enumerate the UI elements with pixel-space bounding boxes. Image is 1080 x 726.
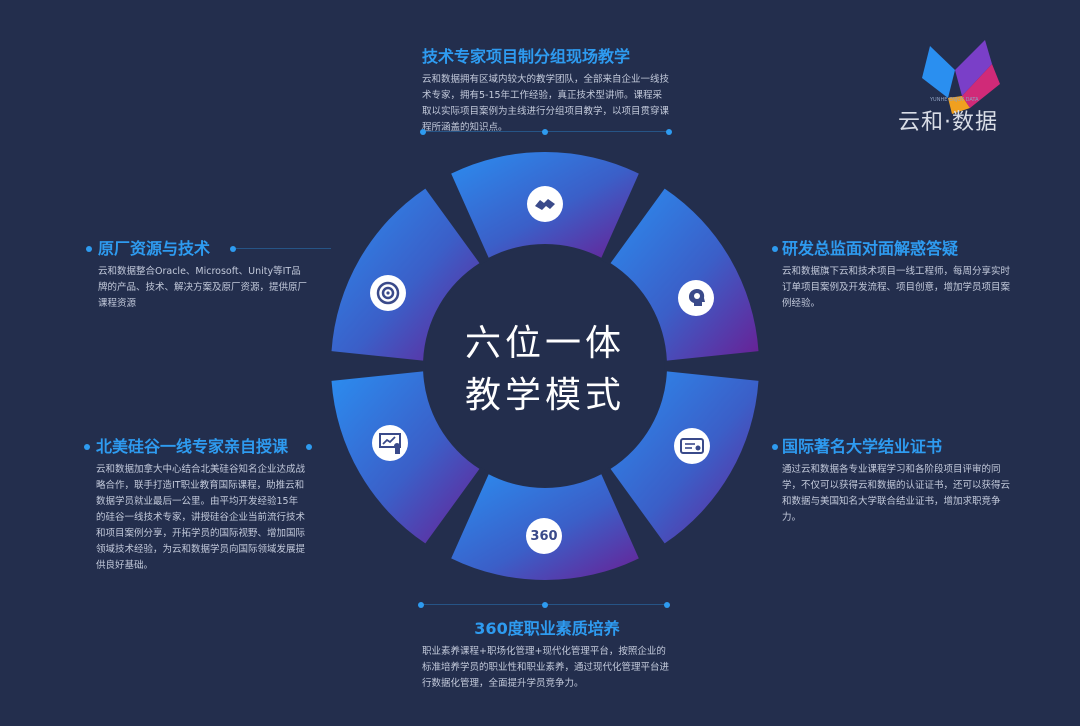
center-line-1: 六位一体 — [464, 323, 625, 364]
certificate-icon — [674, 428, 710, 464]
section-upper-right: 研发总监面对面解惑答疑 云和数据旗下云和技术项目一线工程师，每周分享实时订单项目… — [782, 238, 1014, 312]
360-badge-label: 360 — [530, 528, 558, 544]
section-upper-left-body: 云和数据整合Oracle、Microsoft、Unity等IT品牌的产品、技术、… — [98, 266, 308, 309]
section-upper-right-body: 云和数据旗下云和技术项目一线工程师，每周分享实时订单项目案例及开发流程、项目创意… — [782, 266, 1011, 309]
section-lower-left-dots — [84, 442, 324, 452]
section-upper-left-title: 原厂资源与技术 — [98, 239, 211, 258]
segment-lower-left — [331, 371, 480, 544]
section-lower-right-body: 通过云和数据各专业课程学习和各阶段项目评审的同学，不仅可以获得云和数据的认证证书… — [782, 464, 1011, 523]
section-upper-right-title: 研发总监面对面解惑答疑 — [782, 239, 959, 258]
section-upper-left: 原厂资源与技术 云和数据整合Oracle、Microsoft、Unity等IT品… — [98, 238, 308, 312]
segment-upper-right — [610, 188, 759, 361]
section-lower-left-title: 北美硅谷一线专家亲自授课 — [96, 437, 289, 456]
section-lower-left-body: 云和数据加拿大中心结合北美硅谷知名企业达成战略合作，联手打造IT职业教育国际课程… — [96, 464, 306, 571]
presentation-icon — [372, 425, 408, 461]
section-top-body: 云和数据拥有区域内较大的教学团队，全部来自企业一线技术专家，拥有5-15年工作经… — [422, 74, 670, 133]
ring-center — [425, 246, 665, 486]
section-bottom-body: 职业素养课程+职场化管理+现代化管理平台，按照企业的标准培养学员的职业性和职业素… — [422, 646, 670, 689]
360-badge: 360 — [526, 518, 562, 554]
section-lower-right: 国际著名大学结业证书 通过云和数据各专业课程学习和各阶段项目评审的同学，不仅可以… — [782, 436, 1010, 526]
section-lower-left: 北美硅谷一线专家亲自授课 云和数据加拿大中心结合北美硅谷知名企业达成战略合作，联… — [96, 436, 306, 574]
section-top-dots — [420, 127, 675, 137]
section-lower-right-dots — [772, 442, 784, 452]
logo-text: 云和·数据 — [898, 110, 998, 135]
logo-tagline: YUNHE ENJOY DATA — [930, 97, 979, 103]
section-bottom-dots — [418, 600, 673, 610]
section-top-title: 技术专家项目制分组现场教学 — [422, 47, 631, 66]
section-bottom: 360度职业素质培养 职业素养课程+职场化管理+现代化管理平台，按照企业的标准培… — [422, 618, 672, 692]
target-icon — [370, 275, 406, 311]
section-bottom-title: 360度职业素质培养 — [474, 619, 620, 638]
section-upper-left-dots — [86, 244, 336, 254]
section-upper-right-dots — [772, 244, 784, 254]
section-top: 技术专家项目制分组现场教学 云和数据拥有区域内较大的教学团队，全部来自企业一线技… — [422, 46, 670, 136]
center-title: 六位一体 教学模式 — [445, 318, 645, 422]
brain-head-icon — [678, 280, 714, 316]
center-line-2: 教学模式 — [464, 375, 625, 416]
segment-upper-left — [331, 188, 480, 361]
yunhe-logo-icon — [922, 40, 1000, 114]
handshake-icon — [527, 186, 563, 222]
section-lower-right-title: 国际著名大学结业证书 — [782, 437, 943, 456]
